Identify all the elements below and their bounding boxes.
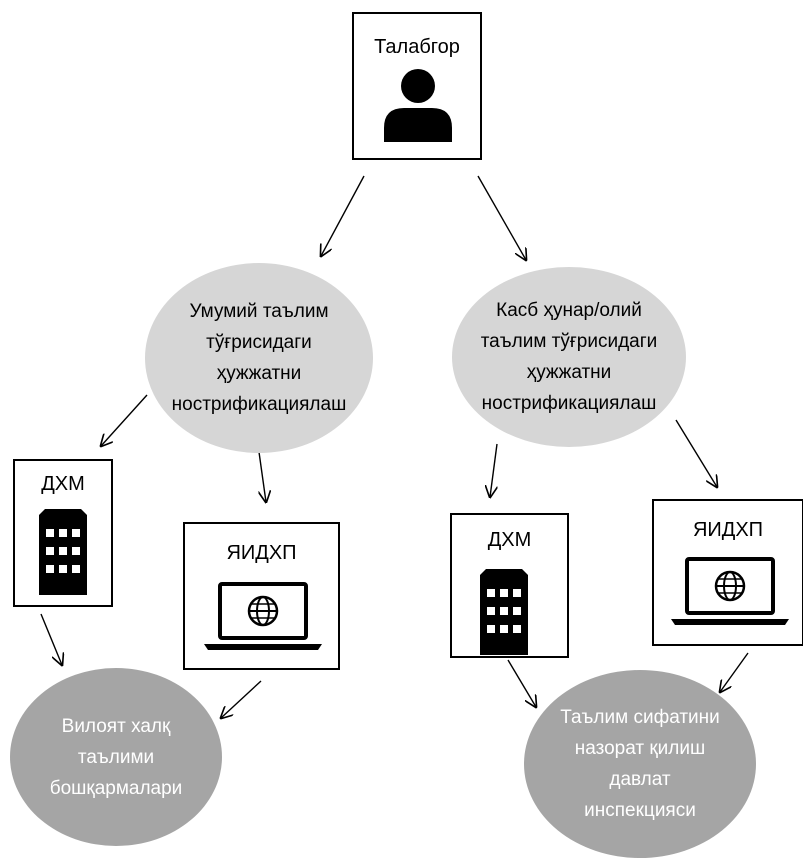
arrow-dxm-to-regional — [40, 613, 62, 665]
general-yidxp-box: ЯИДХП — [183, 522, 340, 670]
applicant-box: Талабгор — [352, 12, 482, 160]
laptop-globe-icon — [204, 582, 322, 650]
general-yidxp-label: ЯИДХП — [226, 542, 297, 564]
vocational-dxm-label: ДХМ — [487, 529, 532, 551]
arrow-vocational-to-yidxp — [675, 419, 717, 487]
regional-education-label: Вилоят халқ таълими бошқармалари — [49, 715, 183, 799]
vocational-education-node: Касб ҳунар/олий таълим тўғрисидаги ҳужжа… — [452, 267, 686, 447]
general-dxm-box: ДХМ — [13, 459, 113, 607]
arrow-yidxp-to-regional — [221, 680, 262, 718]
arrow-general-to-yidxp — [259, 451, 266, 502]
arrow-dxm-to-inspection — [507, 659, 536, 707]
quality-inspection-label: Таълим сифатини назорат қилиш давлат инс… — [560, 707, 720, 821]
regional-education-node: Вилоят халқ таълими бошқармалари — [10, 668, 222, 846]
general-education-label: Умумий таълим тўғрисидаги ҳужжатни ностр… — [171, 301, 347, 415]
person-icon — [384, 69, 452, 142]
arrow-applicant-to-general — [321, 175, 365, 256]
quality-inspection-node: Таълим сифатини назорат қилиш давлат инс… — [524, 670, 756, 858]
vocational-yidxp-box: ЯИДХП — [652, 499, 803, 646]
arrow-general-to-dxm — [101, 394, 148, 446]
general-education-node: Умумий таълим тўғрисидаги ҳужжатни ностр… — [145, 263, 373, 453]
arrow-applicant-to-vocational — [477, 175, 526, 260]
arrow-vocational-to-dxm — [490, 443, 497, 497]
vocational-education-label: Касб ҳунар/олий таълим тўғрисидаги ҳужжа… — [480, 300, 658, 414]
building-icon — [39, 509, 87, 595]
general-dxm-label: ДХМ — [41, 473, 85, 495]
vocational-yidxp-label: ЯИДХП — [692, 519, 764, 541]
applicant-label: Талабгор — [374, 36, 460, 58]
arrow-yidxp-to-inspection — [720, 652, 749, 692]
vocational-dxm-box: ДХМ — [450, 513, 569, 658]
building-icon — [480, 569, 528, 655]
laptop-globe-icon — [671, 557, 789, 625]
